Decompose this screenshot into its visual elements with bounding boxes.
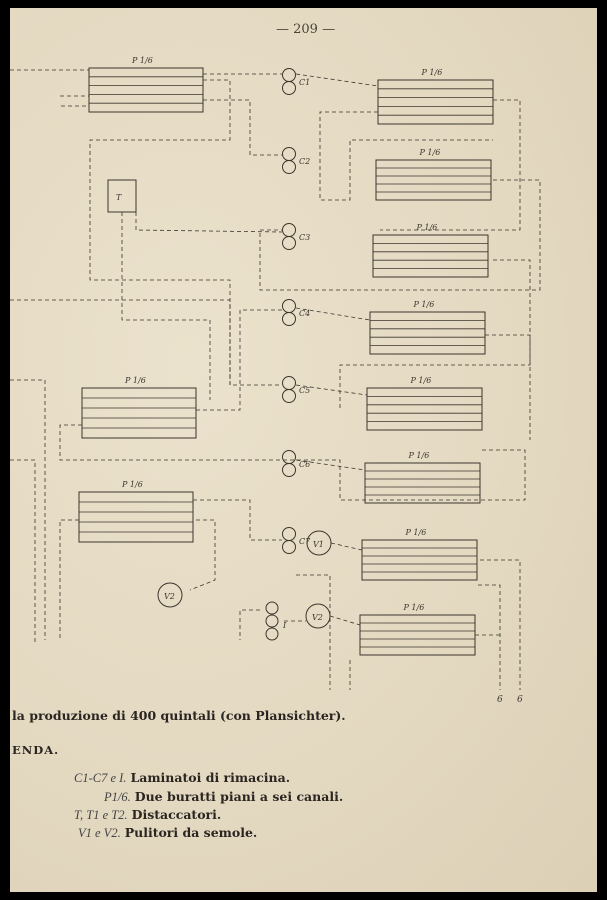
sifter-label: P 1/6: [408, 451, 430, 460]
sifter-box: [375, 159, 492, 201]
legend-symbol: P1/6.: [104, 790, 131, 804]
roller-icon: [282, 463, 296, 477]
legend-text: Laminatoi di rimacina.: [130, 770, 291, 785]
legend-item: V1 e V2.Pulitori da semole.: [78, 825, 257, 841]
sifter-label: P 1/6: [413, 300, 435, 309]
flow-line: [60, 95, 90, 107]
roller-label: I: [282, 621, 287, 630]
sifter-label: P 1/6: [405, 528, 427, 537]
roller-icon: [265, 627, 279, 641]
outlet-label: 6: [497, 695, 503, 705]
sifter-box: [81, 387, 197, 439]
sifter-box: [369, 311, 486, 355]
roller-icon: [282, 160, 296, 174]
sifter-label: P 1/6: [416, 223, 438, 232]
roller-label: C5: [299, 386, 310, 395]
legend-symbol: V1 e V2.: [78, 826, 121, 840]
flow-line: [10, 379, 46, 640]
legend-item: T, T1 e T2.Distaccatori.: [74, 807, 221, 823]
roller-icon: [265, 614, 279, 628]
sifter-box: [78, 491, 194, 543]
flow-line: [295, 307, 371, 321]
flow-line: [295, 459, 366, 471]
flow-line: [59, 519, 79, 640]
flow-line: [329, 615, 361, 626]
flow-line: [239, 609, 260, 640]
roller-icon: [282, 376, 296, 390]
outlet-label: 6: [517, 695, 523, 705]
roller-icon: [282, 236, 296, 250]
legend-item: P1/6.Due buratti piani a sei canali.: [104, 789, 343, 805]
detacher-label: T: [116, 193, 122, 202]
detacher-box: [107, 179, 137, 213]
roller-icon: [282, 147, 296, 161]
cleaner-label: V2: [164, 592, 175, 601]
roller-label: C6: [299, 460, 310, 469]
flow-line: [296, 574, 331, 690]
page-number: — 209 —: [276, 22, 336, 37]
flow-line: [478, 584, 501, 690]
sifter-box: [377, 79, 494, 125]
flow-line: [203, 99, 282, 156]
flow-line: [339, 259, 531, 410]
figure-caption: la produzione di 400 quintali (con Plans…: [12, 708, 346, 723]
roller-icon: [282, 68, 296, 82]
flow-line: [380, 99, 521, 231]
sifter-label: P 1/6: [131, 56, 153, 65]
legend-text: Due buratti piani a sei canali.: [134, 789, 344, 804]
legend-title: ENDA.: [12, 743, 60, 757]
sifter-label: P 1/6: [419, 148, 441, 157]
flow-line: [295, 384, 368, 396]
roller-label: C2: [299, 157, 310, 166]
flow-line: [89, 79, 231, 385]
sifter-box: [366, 387, 483, 431]
flow-line: [319, 111, 493, 201]
flow-line: [485, 334, 531, 440]
roller-icon: [265, 601, 279, 615]
flow-line: [59, 424, 526, 501]
sifter-label: P 1/6: [410, 376, 432, 385]
legend-symbol: T, T1 e T2.: [74, 808, 128, 822]
sifter-box: [364, 462, 481, 504]
sifter-label: P 1/6: [121, 480, 143, 489]
roller-icon: [282, 389, 296, 403]
sifter-box: [88, 67, 204, 113]
roller-icon: [282, 299, 296, 313]
roller-icon: [282, 450, 296, 464]
flow-line: [193, 499, 282, 541]
sifter-box: [359, 614, 476, 656]
roller-icon: [282, 540, 296, 554]
sifter-label: P 1/6: [124, 376, 146, 385]
sifter-label: P 1/6: [403, 603, 425, 612]
roller-icon: [282, 81, 296, 95]
legend-text: Distaccatori.: [131, 807, 222, 822]
roller-label: C4: [299, 309, 310, 318]
legend-item: C1-C7 e I.Laminatoi di rimacina.: [74, 770, 290, 786]
roller-icon: [282, 312, 296, 326]
sifter-label: P 1/6: [421, 68, 443, 77]
flow-line: [259, 179, 541, 291]
flow-line: [196, 309, 282, 411]
flow-line: [135, 212, 283, 233]
sifter-box: [361, 539, 478, 581]
roller-label: C3: [299, 233, 310, 242]
flow-line: [121, 212, 211, 400]
cleaner-label: V2: [312, 613, 323, 622]
roller-label: C1: [299, 78, 310, 87]
cleaner-icon: [157, 582, 183, 608]
roller-label: C7: [299, 537, 311, 546]
roller-icon: [282, 223, 296, 237]
flow-line: [189, 519, 216, 591]
legend-text: Pulitori da semole.: [124, 825, 258, 840]
cleaner-label: V1: [313, 540, 324, 549]
roller-icon: [282, 527, 296, 541]
flow-line: [10, 299, 282, 386]
flow-line: [10, 459, 36, 645]
flow-line: [480, 559, 521, 690]
flow-line: [330, 542, 363, 551]
legend-symbol: C1-C7 e I.: [74, 771, 127, 785]
sifter-box: [372, 234, 489, 278]
